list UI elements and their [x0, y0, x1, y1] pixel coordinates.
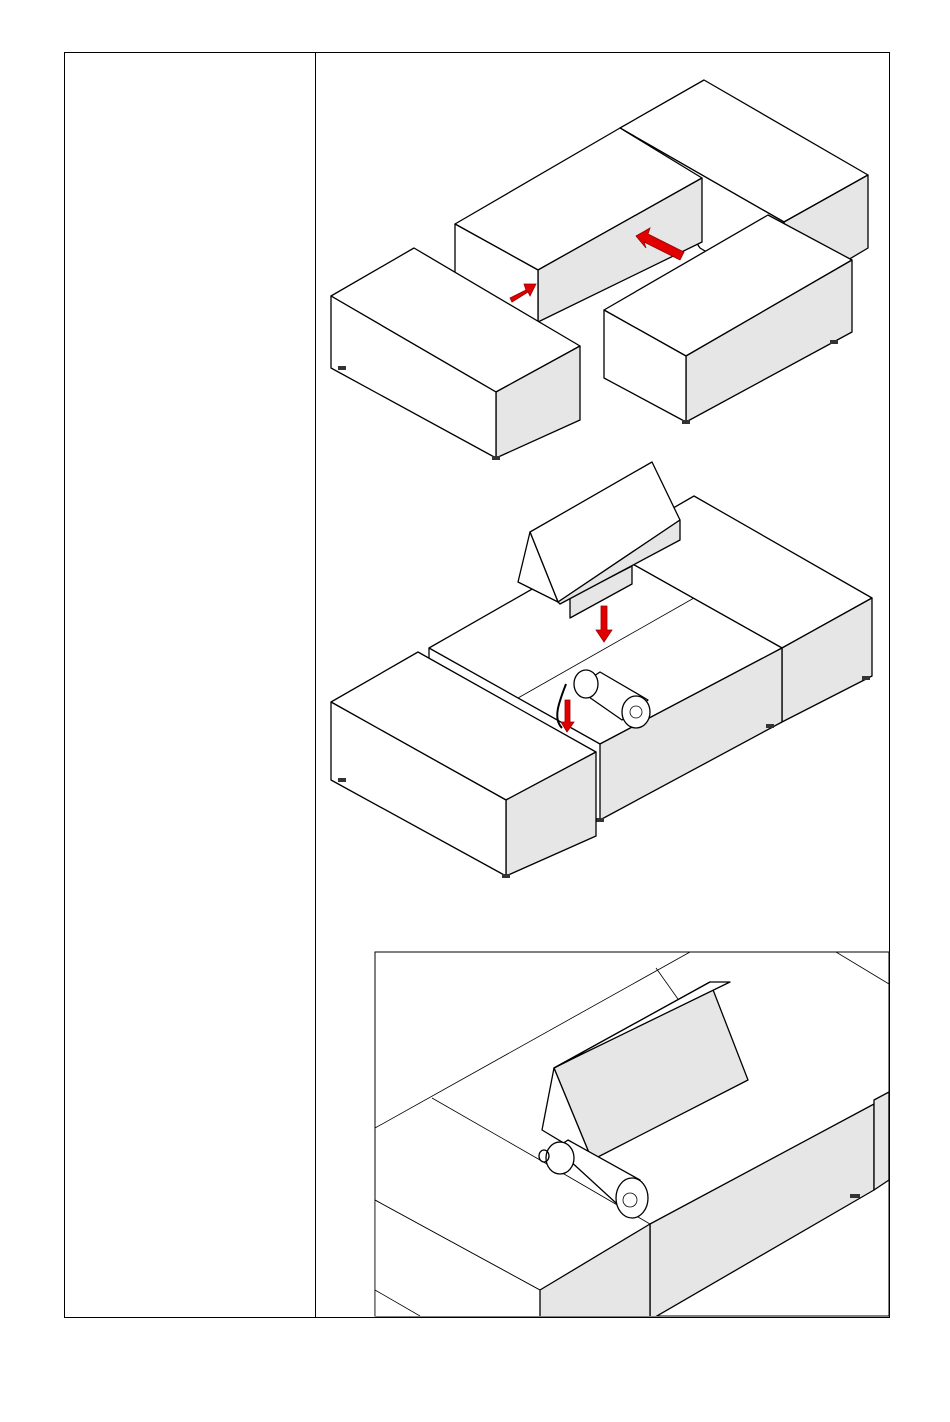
step-2-insert-backrest-and-bolster	[331, 462, 872, 878]
step-1-slide-modules-together	[331, 80, 868, 460]
step-3-assembled-detail	[375, 952, 889, 1320]
